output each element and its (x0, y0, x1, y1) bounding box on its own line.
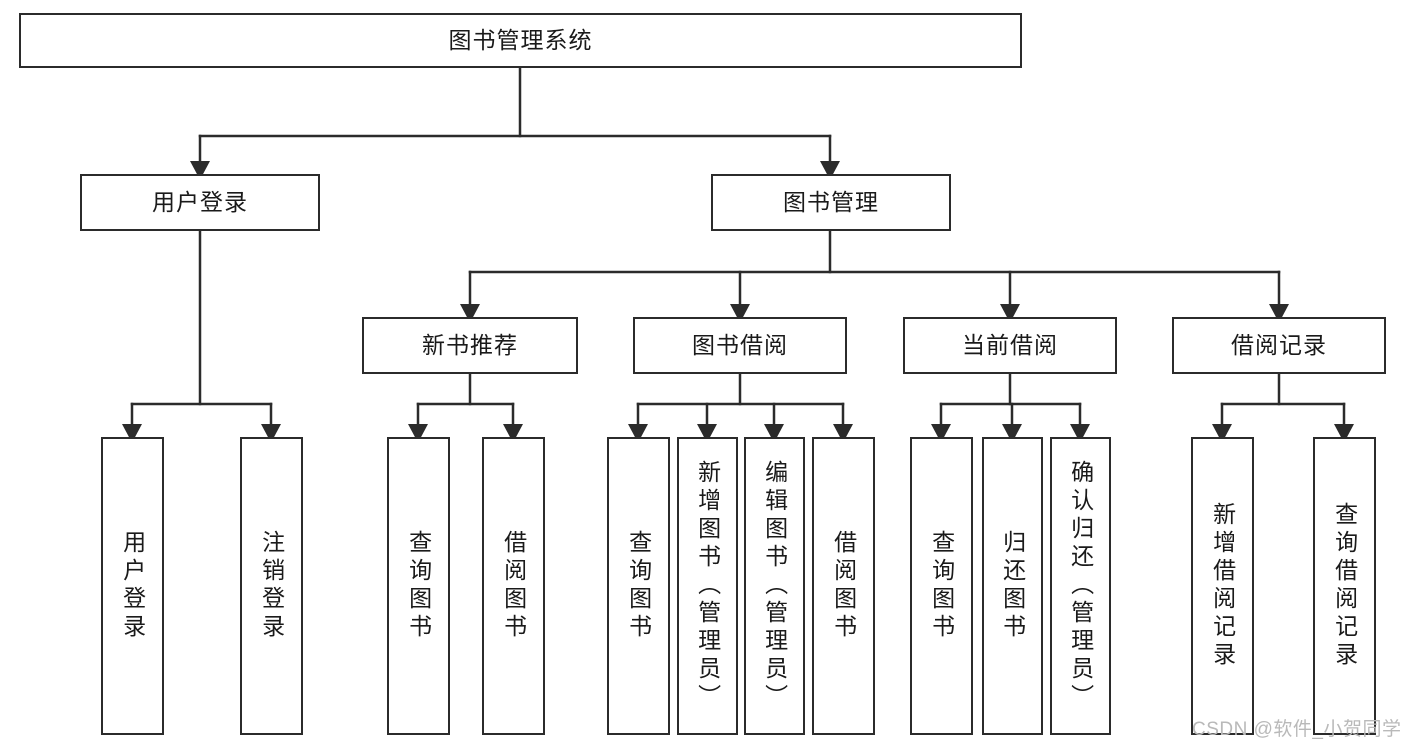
node-book-borrow[interactable]: 图书借阅 (633, 317, 847, 374)
node-leaf-add-book[interactable]: 新增图书（管理员） (677, 437, 738, 735)
node-leaf-return-book[interactable]: 归还图书 (982, 437, 1043, 735)
node-leaf-query-book-rec-label: 查询图书 (405, 530, 432, 642)
node-current-borrow[interactable]: 当前借阅 (903, 317, 1117, 374)
node-borrow-record[interactable]: 借阅记录 (1172, 317, 1386, 374)
node-leaf-confirm-return[interactable]: 确认归还（管理员） (1050, 437, 1111, 735)
node-leaf-add-record-label: 新增借阅记录 (1209, 502, 1236, 670)
node-user-login[interactable]: 用户登录 (80, 174, 320, 231)
node-leaf-user-login[interactable]: 用户登录 (101, 437, 164, 735)
node-current-borrow-label: 当前借阅 (962, 331, 1058, 358)
node-leaf-borrow-book-label: 借阅图书 (830, 530, 857, 642)
node-book-manage-label: 图书管理 (783, 188, 879, 215)
node-leaf-edit-book[interactable]: 编辑图书（管理员） (744, 437, 805, 735)
node-leaf-query-book-cur-label: 查询图书 (928, 530, 955, 642)
node-new-book-rec[interactable]: 新书推荐 (362, 317, 578, 374)
node-leaf-edit-book-label: 编辑图书（管理员） (761, 460, 788, 712)
node-leaf-borrow-book-rec-label: 借阅图书 (500, 530, 527, 642)
node-leaf-query-book-borrow[interactable]: 查询图书 (607, 437, 670, 735)
node-leaf-confirm-return-label: 确认归还（管理员） (1067, 460, 1094, 712)
node-new-book-rec-label: 新书推荐 (422, 331, 518, 358)
node-leaf-return-book-label: 归还图书 (999, 530, 1026, 642)
node-leaf-borrow-book-rec[interactable]: 借阅图书 (482, 437, 545, 735)
node-leaf-add-record[interactable]: 新增借阅记录 (1191, 437, 1254, 735)
node-book-manage[interactable]: 图书管理 (711, 174, 951, 231)
node-leaf-query-book-cur[interactable]: 查询图书 (910, 437, 973, 735)
node-leaf-query-record[interactable]: 查询借阅记录 (1313, 437, 1376, 735)
csdn-watermark: CSDN @软件_小贺同学 (1192, 719, 1402, 740)
node-leaf-query-book-rec[interactable]: 查询图书 (387, 437, 450, 735)
node-root[interactable]: 图书管理系统 (19, 13, 1022, 68)
node-leaf-add-book-label: 新增图书（管理员） (694, 460, 721, 712)
node-borrow-record-label: 借阅记录 (1231, 331, 1327, 358)
node-leaf-query-book-borrow-label: 查询图书 (625, 530, 652, 642)
node-root-label: 图书管理系统 (448, 26, 593, 53)
node-book-borrow-label: 图书借阅 (692, 331, 788, 358)
node-user-login-label: 用户登录 (152, 188, 248, 215)
node-leaf-user-login-label: 用户登录 (119, 530, 146, 642)
node-leaf-user-logout[interactable]: 注销登录 (240, 437, 303, 735)
node-leaf-borrow-book[interactable]: 借阅图书 (812, 437, 875, 735)
node-leaf-user-logout-label: 注销登录 (258, 530, 285, 642)
node-leaf-query-record-label: 查询借阅记录 (1331, 502, 1358, 670)
